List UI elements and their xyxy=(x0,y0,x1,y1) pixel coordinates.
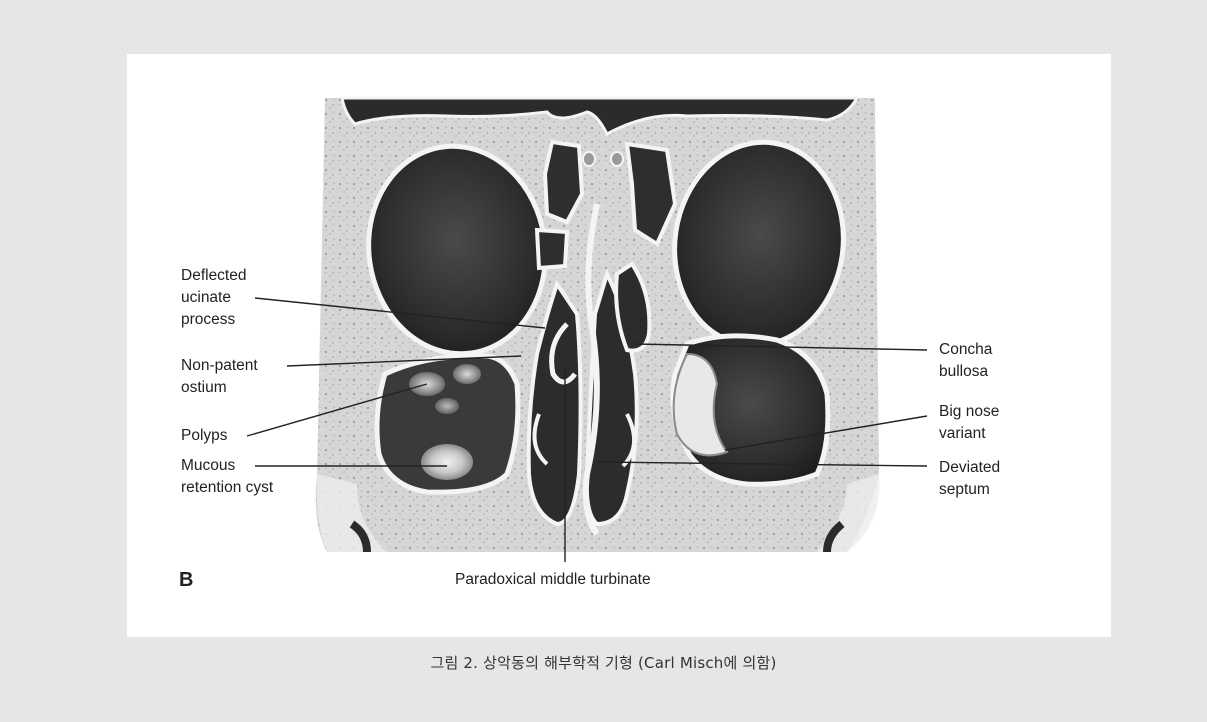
panel-letter: B xyxy=(179,569,193,591)
polyp-2 xyxy=(453,364,481,384)
label-non-patent-ostium-line1: Non-patent xyxy=(181,357,258,374)
anatomy-drawing xyxy=(316,98,880,552)
label-deflected-ucinate-line3: process xyxy=(181,311,236,328)
mucous-retention-cyst xyxy=(421,444,473,480)
label-mucous-cyst-line1: Mucous xyxy=(181,457,236,474)
sinus-anatomy-illustration: Deflected ucinate process Non-patent ost… xyxy=(127,54,1111,637)
label-big-nose-variant-line2: variant xyxy=(939,425,986,442)
label-deflected-ucinate-line1: Deflected xyxy=(181,267,246,284)
label-paradoxical-middle-turbinate: Paradoxical middle turbinate xyxy=(455,571,651,588)
label-big-nose-variant-line1: Big nose xyxy=(939,403,999,420)
label-non-patent-ostium-line2: ostium xyxy=(181,379,227,396)
label-deviated-septum-line1: Deviated xyxy=(939,459,1000,476)
label-polyps: Polyps xyxy=(181,427,228,444)
label-deviated-septum-line2: septum xyxy=(939,481,990,498)
label-concha-bullosa-line2: bullosa xyxy=(939,363,988,380)
figure-caption: 그림 2. 상악동의 해부학적 기형 (Carl Misch에 의함) xyxy=(0,652,1207,673)
polyp-3 xyxy=(435,398,459,414)
label-concha-bullosa-line1: Concha xyxy=(939,341,993,358)
label-deflected-ucinate-line2: ucinate xyxy=(181,289,231,306)
label-mucous-cyst-line2: retention cyst xyxy=(181,479,274,496)
figure-card: Deflected ucinate process Non-patent ost… xyxy=(127,54,1111,637)
